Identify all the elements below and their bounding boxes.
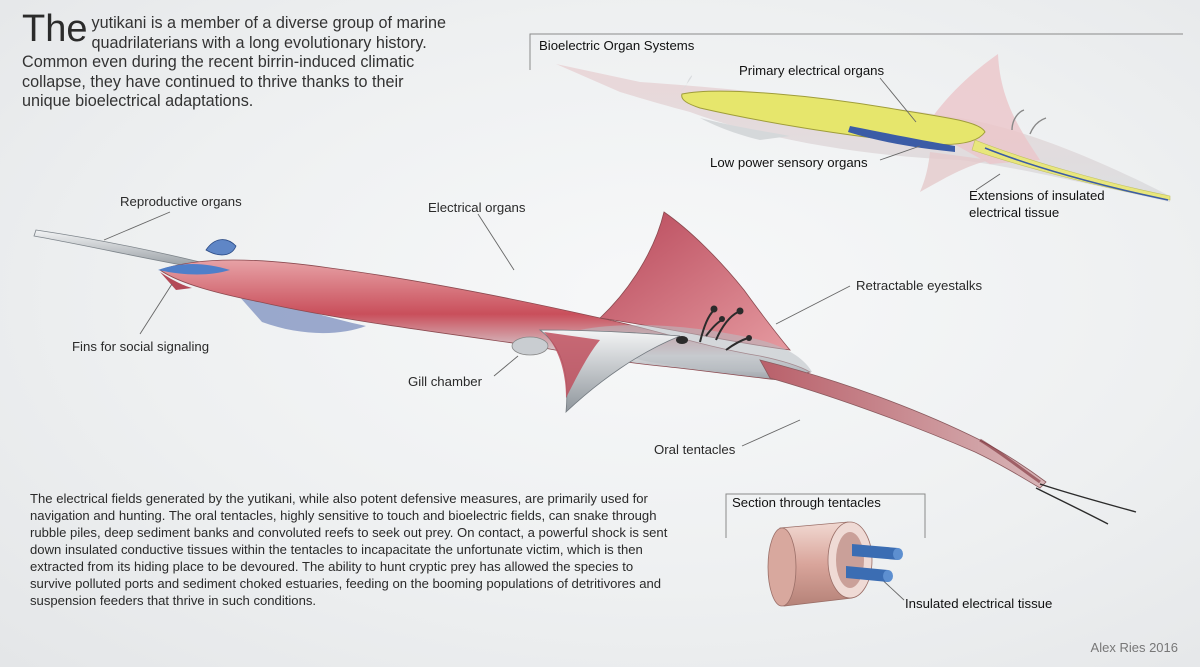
section-title: Section through tentacles — [732, 495, 881, 510]
inset-title: Bioelectric Organ Systems — [539, 38, 695, 53]
artist-credit: Alex Ries 2016 — [1090, 640, 1178, 655]
main-creature — [33, 211, 1137, 525]
label-retractable-eyestalks: Retractable eyestalks — [856, 278, 983, 293]
label-low-power-sensory-organs: Low power sensory organs — [710, 155, 868, 170]
intro-lead: The — [22, 8, 88, 50]
label-oral-tentacles: Oral tentacles — [654, 442, 736, 457]
label-gill-chamber: Gill chamber — [408, 374, 483, 389]
label-primary-electrical-organs: Primary electrical organs — [739, 63, 885, 78]
label-reproductive-organs: Reproductive organs — [120, 194, 242, 209]
label-electrical-organs: Electrical organs — [428, 200, 526, 215]
label-insulated-electrical-tissue: Insulated electrical tissue — [905, 596, 1053, 611]
label-extensions-insulated-tissue: Extensions of insulated electrical tissu… — [969, 188, 1105, 220]
intro-text: yutikani is a member of a diverse group … — [22, 14, 446, 110]
primary-organ-shape — [681, 90, 986, 145]
description-paragraph: The electrical fields generated by the y… — [30, 491, 668, 608]
label-fins-social-signaling: Fins for social signaling — [72, 339, 210, 354]
sensory-organ-shape — [848, 126, 955, 152]
intro-paragraph: The yutikani is a member of a diverse gr… — [22, 8, 452, 112]
inset-creature — [556, 54, 1171, 202]
inset-frame — [529, 33, 1183, 538]
tentacle-section — [767, 521, 903, 607]
